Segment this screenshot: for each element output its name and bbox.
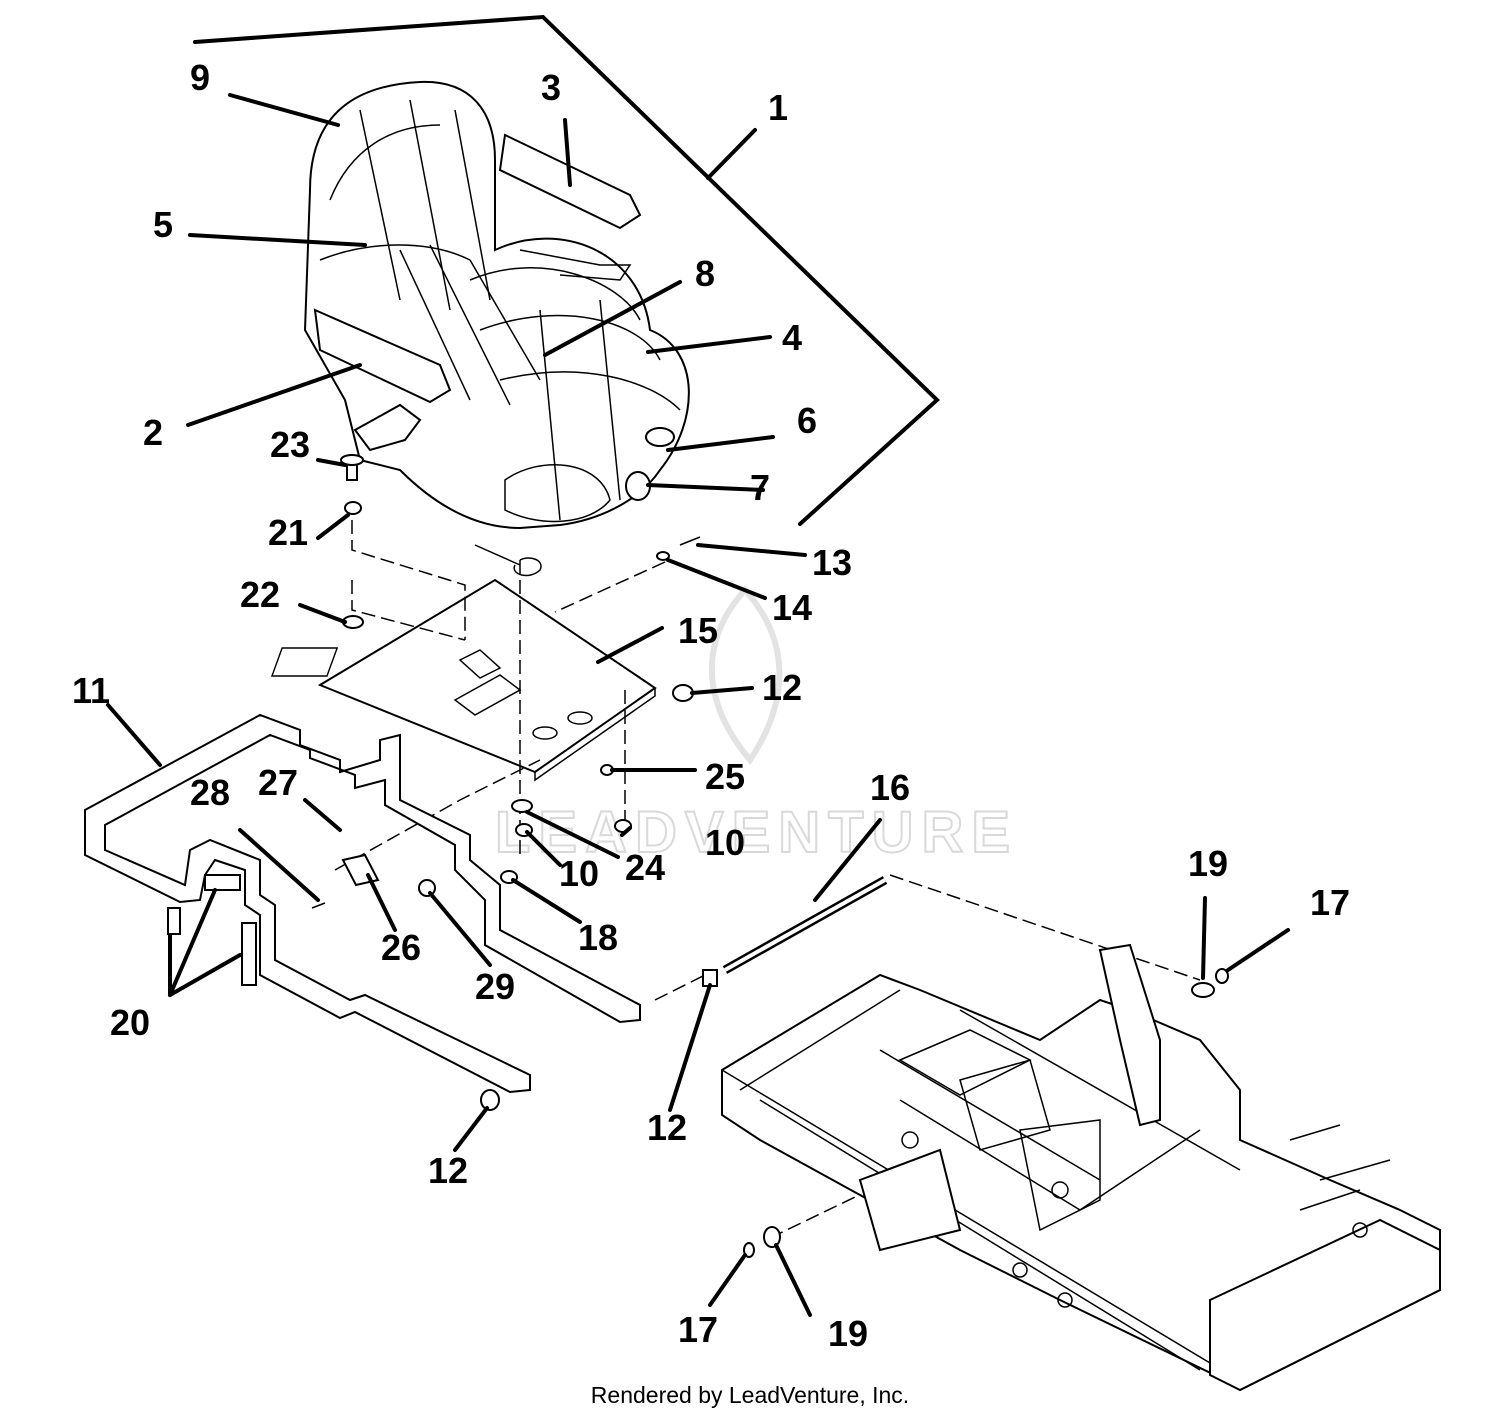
callout-3: 3 xyxy=(541,67,561,108)
callout-1: 1 xyxy=(768,87,788,128)
callout-6: 6 xyxy=(797,400,817,441)
callout-16: 16 xyxy=(870,767,910,808)
callout-21: 21 xyxy=(268,512,308,553)
callout-9: 9 xyxy=(190,57,210,98)
callout-27: 27 xyxy=(258,762,298,803)
watermark-text: LEADVENTURE xyxy=(495,800,1018,865)
callout-28: 28 xyxy=(190,772,230,813)
callout-26: 26 xyxy=(381,927,421,968)
spacer-pad xyxy=(167,907,181,935)
callout-10b: 10 xyxy=(705,822,745,863)
callout-4: 4 xyxy=(782,317,802,358)
spacer-pad xyxy=(241,922,257,986)
callout-22: 22 xyxy=(240,574,280,615)
seat-rail-frame xyxy=(84,713,641,1094)
callout-12c: 12 xyxy=(428,1150,468,1191)
watermark: LEADVENTURE xyxy=(494,585,1018,866)
callout-29: 29 xyxy=(475,966,515,1007)
callout-18: 18 xyxy=(578,917,618,958)
callout-19b: 19 xyxy=(828,1313,868,1354)
seat-pan xyxy=(270,578,657,782)
callout-8: 8 xyxy=(695,253,715,294)
callout-24: 24 xyxy=(625,847,665,888)
mower-frame xyxy=(721,943,1441,1392)
rod xyxy=(722,876,888,974)
callout-25: 25 xyxy=(705,756,745,797)
callout-11: 11 xyxy=(72,670,110,711)
leader-lines xyxy=(106,93,1290,1317)
callout-19a: 19 xyxy=(1188,843,1228,884)
callout-2: 2 xyxy=(143,412,163,453)
callout-13: 13 xyxy=(812,542,852,583)
callout-7: 7 xyxy=(750,467,770,508)
footer-credit: Rendered by LeadVenture, Inc. xyxy=(590,1382,910,1408)
seat-assembly-bracket xyxy=(193,14,940,526)
callout-15: 15 xyxy=(678,610,718,651)
spacer-pad xyxy=(204,874,241,891)
callout-23: 23 xyxy=(270,424,310,465)
callout-17b: 17 xyxy=(678,1309,718,1350)
watermark-logo-icon xyxy=(708,585,783,766)
callout-10a: 10 xyxy=(559,853,599,894)
callout-5: 5 xyxy=(153,204,173,245)
callout-12b: 12 xyxy=(647,1107,687,1148)
callout-12a: 12 xyxy=(762,667,802,708)
callout-17a: 17 xyxy=(1310,882,1350,923)
callout-20: 20 xyxy=(110,1002,150,1043)
callouts: 1 2 3 4 5 6 7 8 9 10 10 11 12 12 12 13 1… xyxy=(72,57,1350,1354)
callout-14: 14 xyxy=(772,587,812,628)
